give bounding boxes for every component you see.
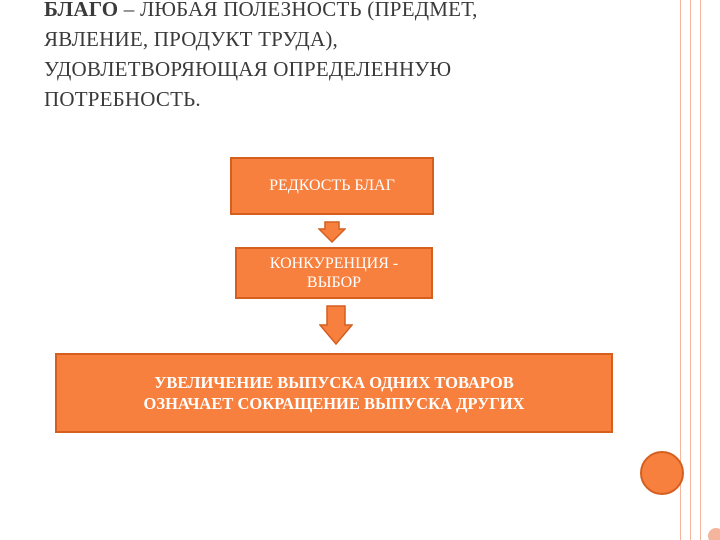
tradeoff-line2: ОЗНАЧАЕТ СОКРАЩЕНИЕ ВЫПУСКА ДРУГИХ — [143, 394, 525, 413]
definition-line1: – ЛЮБАЯ ПОЛЕЗНОСТЬ (ПРЕДМЕТ, — [118, 0, 478, 21]
arrow-down-icon-large — [319, 305, 353, 345]
competition-box: КОНКУРЕНЦИЯ - ВЫБОР — [235, 247, 433, 299]
production-tradeoff-box: УВЕЛИЧЕНИЕ ВЫПУСКА ОДНИХ ТОВАРОВ ОЗНАЧАЕ… — [55, 353, 613, 433]
definition-line3: УДОВЛЕТВОРЯЮЩАЯ ОПРЕДЕЛЕННУЮ — [44, 57, 452, 81]
decorative-circle — [640, 451, 684, 495]
definition-line4: ПОТРЕБНОСТЬ. — [44, 87, 201, 111]
definition-term: БЛАГО — [44, 0, 119, 21]
corner-dot-icon — [708, 528, 720, 540]
definition-line2: ЯВЛЕНИЕ, ПРОДУКТ ТРУДА), — [44, 27, 338, 51]
frame-line-middle — [690, 0, 691, 540]
frame-line-left — [680, 0, 681, 540]
competition-label: КОНКУРЕНЦИЯ - ВЫБОР — [269, 255, 399, 291]
scarcity-box: РЕДКОСТЬ БЛАГ — [230, 157, 434, 215]
scarcity-label: РЕДКОСТЬ БЛАГ — [269, 177, 395, 194]
frame-line-right — [700, 0, 701, 540]
tradeoff-line1: УВЕЛИЧЕНИЕ ВЫПУСКА ОДНИХ ТОВАРОВ — [154, 373, 514, 392]
definition-text: БЛАГО – ЛЮБАЯ ПОЛЕЗНОСТЬ (ПРЕДМЕТ, ЯВЛЕНИ… — [44, 0, 644, 114]
arrow-down-icon-small — [318, 221, 346, 243]
